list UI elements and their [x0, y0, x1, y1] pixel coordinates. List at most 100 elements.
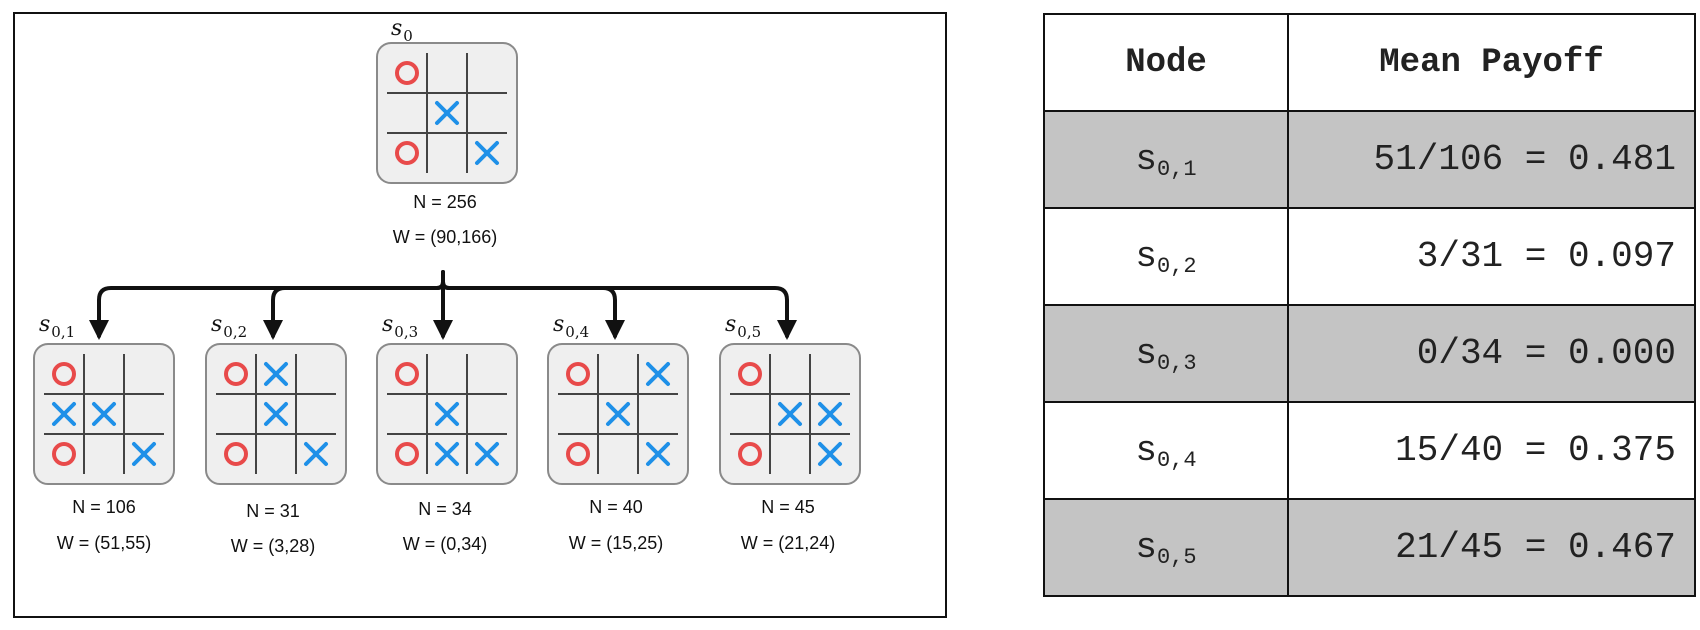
- node-cell-main: s: [1135, 139, 1157, 180]
- board-lines: [730, 354, 850, 474]
- x-mark: [818, 402, 842, 426]
- node-label-child-3: s0,3: [382, 312, 418, 340]
- visit-count-root: N = 256: [413, 192, 477, 212]
- visit-count-child-2: N = 31: [246, 501, 300, 521]
- header-mean-payoff: Mean Payoff: [1287, 13, 1696, 112]
- board-child-3: [376, 343, 518, 485]
- table-row: s0,2 3/31 = 0.097: [1043, 207, 1696, 306]
- board-grid: [387, 354, 507, 474]
- o-mark: [52, 442, 76, 466]
- node-cell: s0,2: [1043, 207, 1289, 306]
- board-lines: [44, 354, 164, 474]
- o-mark: [395, 61, 419, 85]
- node-label-sub: 0,3: [394, 323, 419, 341]
- x-mark: [435, 101, 459, 125]
- win-counts-root: W = (90,166): [392, 227, 498, 247]
- node-label-child-1: s0,1: [39, 312, 75, 340]
- table-row: s0,3 0/34 = 0.000: [1043, 304, 1696, 403]
- edge-to-child-5: [441, 280, 797, 340]
- node-cell: s0,1: [1043, 110, 1289, 209]
- o-mark: [395, 141, 419, 165]
- node-label-sub: 0,2: [223, 323, 248, 341]
- x-mark: [606, 402, 630, 426]
- node-cell: s0,3: [1043, 304, 1289, 403]
- x-mark: [475, 141, 499, 165]
- visit-count-child-4: N = 40: [589, 497, 643, 517]
- node-label-main: s: [382, 312, 394, 337]
- node-label-root: s0: [391, 16, 413, 44]
- board-lines: [387, 354, 507, 474]
- board-child-4: [547, 343, 689, 485]
- x-mark: [92, 402, 116, 426]
- o-mark: [738, 442, 762, 466]
- board-child-5: [719, 343, 861, 485]
- x-mark: [646, 362, 670, 386]
- table-row: s0,5 21/45 = 0.467: [1043, 498, 1696, 597]
- node-label-main: s: [391, 16, 403, 41]
- table-header-row: Node Mean Payoff: [1043, 13, 1696, 112]
- x-mark: [132, 442, 156, 466]
- win-counts-child-4: W = (15,25): [568, 533, 664, 553]
- edge-to-child-4: [441, 280, 625, 340]
- visit-count-child-5: N = 45: [761, 497, 815, 517]
- node-cell-main: s: [1135, 430, 1157, 471]
- node-label-sub: 0,1: [51, 323, 76, 341]
- board-lines: [558, 354, 678, 474]
- x-mark: [264, 402, 288, 426]
- x-mark: [304, 442, 328, 466]
- node-label-child-4: s0,4: [553, 312, 589, 340]
- x-mark: [475, 442, 499, 466]
- board-grid: [44, 354, 164, 474]
- x-mark: [818, 442, 842, 466]
- node-label-sub: 0: [403, 27, 413, 45]
- x-mark: [435, 442, 459, 466]
- x-mark: [264, 362, 288, 386]
- node-cell-sub: 0,2: [1157, 254, 1197, 279]
- node-label-child-5: s0,5: [725, 312, 761, 340]
- o-mark: [566, 362, 590, 386]
- node-label-sub: 0,4: [565, 323, 590, 341]
- table-row: s0,4 15/40 = 0.375: [1043, 401, 1696, 500]
- o-mark: [566, 442, 590, 466]
- node-cell-main: s: [1135, 236, 1157, 277]
- board-child-2: [205, 343, 347, 485]
- payoff-cell: 0/34 = 0.000: [1287, 304, 1696, 403]
- search-tree-diagram: s0 N = 256 W = (90,166) s0,1 N = 106 W =…: [13, 12, 947, 618]
- board-grid: [558, 354, 678, 474]
- win-counts-child-3: W = (0,34): [402, 534, 488, 554]
- node-label-main: s: [211, 312, 223, 337]
- board-child-1: [33, 343, 175, 485]
- board-grid: [216, 354, 336, 474]
- o-mark: [395, 442, 419, 466]
- board-grid: [387, 53, 507, 173]
- visit-count-child-3: N = 34: [418, 499, 472, 519]
- win-counts-child-5: W = (21,24): [740, 533, 836, 553]
- node-label-main: s: [553, 312, 565, 337]
- o-mark: [224, 362, 248, 386]
- node-cell-sub: 0,5: [1157, 545, 1197, 570]
- node-cell-sub: 0,1: [1157, 157, 1197, 182]
- board-root: [376, 42, 518, 184]
- win-counts-child-2: W = (3,28): [230, 536, 316, 556]
- payoff-cell: 21/45 = 0.467: [1287, 498, 1696, 597]
- o-mark: [395, 362, 419, 386]
- node-cell-sub: 0,4: [1157, 448, 1197, 473]
- x-mark: [435, 402, 459, 426]
- node-cell-main: s: [1135, 527, 1157, 568]
- tree-edges: [89, 270, 797, 340]
- o-mark: [738, 362, 762, 386]
- x-mark: [778, 402, 802, 426]
- visit-count-child-1: N = 106: [72, 497, 136, 517]
- node-cell: s0,4: [1043, 401, 1289, 500]
- board-lines: [387, 53, 507, 173]
- board-lines: [216, 354, 336, 474]
- node-label-main: s: [39, 312, 51, 337]
- node-label-main: s: [725, 312, 737, 337]
- o-mark: [224, 442, 248, 466]
- header-node: Node: [1043, 13, 1289, 112]
- x-mark: [646, 442, 670, 466]
- node-cell: s0,5: [1043, 498, 1289, 597]
- mean-payoff-table: Node Mean Payoff s0,1 51/106 = 0.481 s0,…: [1043, 13, 1696, 597]
- win-counts-child-1: W = (51,55): [56, 533, 152, 553]
- node-label-child-2: s0,2: [211, 312, 247, 340]
